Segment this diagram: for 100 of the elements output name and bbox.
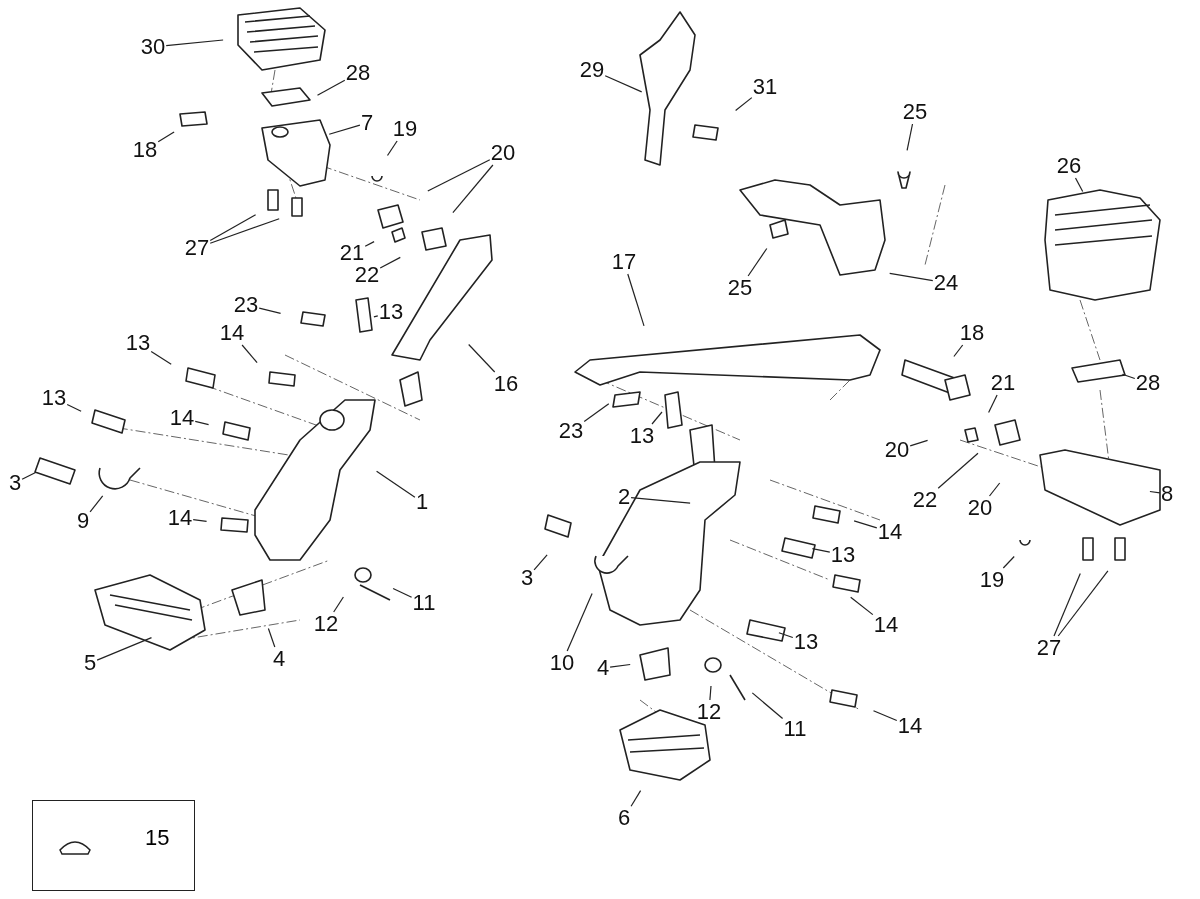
callout-number: 11 bbox=[782, 717, 808, 741]
callout-number: 8 bbox=[1159, 482, 1175, 506]
callout-number: 22 bbox=[911, 488, 939, 512]
callout-number: 20 bbox=[966, 496, 994, 520]
callout-number: 14 bbox=[166, 506, 194, 530]
leader-line bbox=[735, 97, 753, 112]
leader-line bbox=[468, 343, 496, 373]
callout-number: 7 bbox=[359, 111, 375, 135]
callout-number: 29 bbox=[578, 58, 606, 82]
leader-line bbox=[209, 218, 280, 244]
leader-line bbox=[1149, 490, 1161, 494]
callout-number: 26 bbox=[1055, 154, 1083, 178]
callout-number: 13 bbox=[40, 386, 68, 410]
leader-line bbox=[953, 344, 964, 358]
callout-number: 14 bbox=[876, 520, 904, 544]
callout-number: 14 bbox=[872, 613, 900, 637]
callout-number: 30 bbox=[139, 35, 167, 59]
callout-number: 20 bbox=[489, 141, 517, 165]
leader-line bbox=[937, 452, 979, 489]
leader-line bbox=[988, 394, 998, 414]
leader-line bbox=[853, 520, 878, 529]
leader-line bbox=[376, 470, 416, 498]
callout-number: 19 bbox=[391, 117, 419, 141]
callout-number: 4 bbox=[595, 656, 611, 680]
callout-number: 22 bbox=[353, 263, 381, 287]
leader-line bbox=[192, 519, 208, 522]
callout-number: 14 bbox=[896, 714, 924, 738]
callout-number: 14 bbox=[168, 406, 196, 430]
leader-line bbox=[258, 307, 282, 314]
callout-number: 3 bbox=[7, 471, 23, 495]
inset-box bbox=[32, 800, 195, 891]
leader-line bbox=[604, 75, 643, 93]
callout-number: 1 bbox=[414, 490, 430, 514]
leader-line bbox=[364, 241, 375, 247]
leader-line bbox=[165, 39, 224, 47]
leader-line bbox=[906, 123, 914, 151]
leader-line bbox=[709, 685, 712, 701]
callout-number: 21 bbox=[989, 371, 1017, 395]
leader-line bbox=[21, 471, 37, 480]
leader-line bbox=[392, 587, 413, 598]
callout-number: 20 bbox=[883, 438, 911, 462]
leader-line bbox=[1053, 572, 1081, 637]
leader-line bbox=[452, 164, 494, 214]
callout-number: 25 bbox=[726, 276, 754, 300]
leader-line bbox=[533, 554, 548, 571]
leader-line bbox=[630, 497, 691, 504]
callout-number: 2 bbox=[616, 485, 632, 509]
callout-number: 24 bbox=[932, 271, 960, 295]
callout-number: 9 bbox=[75, 509, 91, 533]
callout-number: 13 bbox=[628, 424, 656, 448]
callout-number: 18 bbox=[958, 321, 986, 345]
callout-number: 10 bbox=[548, 651, 576, 675]
leader-line bbox=[1074, 177, 1084, 193]
callout-number: 18 bbox=[131, 138, 159, 162]
callout-number: 28 bbox=[344, 61, 372, 85]
leader-line bbox=[333, 596, 344, 613]
leader-line bbox=[850, 596, 874, 616]
callout-number: 13 bbox=[124, 331, 152, 355]
callout-number: 21 bbox=[338, 241, 366, 265]
callout-number: 4 bbox=[271, 647, 287, 671]
leader-line bbox=[96, 637, 153, 661]
callout-number: 14 bbox=[218, 321, 246, 345]
leader-line bbox=[66, 403, 82, 412]
callout-number: 11 bbox=[411, 591, 437, 615]
callout-number: 12 bbox=[695, 700, 723, 724]
callout-number: 13 bbox=[792, 630, 820, 654]
leader-line bbox=[988, 482, 1001, 497]
callout-number: 23 bbox=[557, 419, 585, 443]
callout-number: 15 bbox=[145, 826, 170, 850]
leader-line bbox=[747, 247, 768, 277]
leader-line bbox=[630, 790, 642, 807]
leader-line bbox=[583, 403, 610, 422]
callout-number: 27 bbox=[183, 236, 211, 260]
leader-line bbox=[241, 344, 258, 364]
leader-line bbox=[811, 548, 831, 553]
leader-line bbox=[373, 315, 379, 318]
leader-line bbox=[328, 124, 361, 135]
leader-line bbox=[386, 140, 398, 157]
leader-line bbox=[194, 420, 210, 426]
leader-line bbox=[627, 273, 645, 327]
leader-line bbox=[209, 214, 257, 242]
callout-number: 25 bbox=[901, 100, 929, 124]
leader-line bbox=[427, 159, 491, 192]
leader-line bbox=[872, 710, 898, 722]
leader-line bbox=[316, 79, 346, 96]
leader-line bbox=[651, 411, 663, 425]
leader-line bbox=[751, 692, 784, 720]
callout-number: 13 bbox=[829, 543, 857, 567]
callout-number: 6 bbox=[616, 806, 632, 830]
callout-number: 28 bbox=[1134, 371, 1162, 395]
leader-line bbox=[267, 627, 276, 648]
leader-line bbox=[1002, 555, 1015, 569]
callout-number: 5 bbox=[82, 651, 98, 675]
callout-number: 17 bbox=[610, 250, 638, 274]
callout-number: 23 bbox=[232, 293, 260, 317]
leader-line bbox=[1057, 570, 1109, 637]
leader-line bbox=[1121, 373, 1136, 380]
leader-line bbox=[89, 495, 104, 513]
callout-number: 3 bbox=[519, 566, 535, 590]
leader-line bbox=[157, 131, 175, 143]
